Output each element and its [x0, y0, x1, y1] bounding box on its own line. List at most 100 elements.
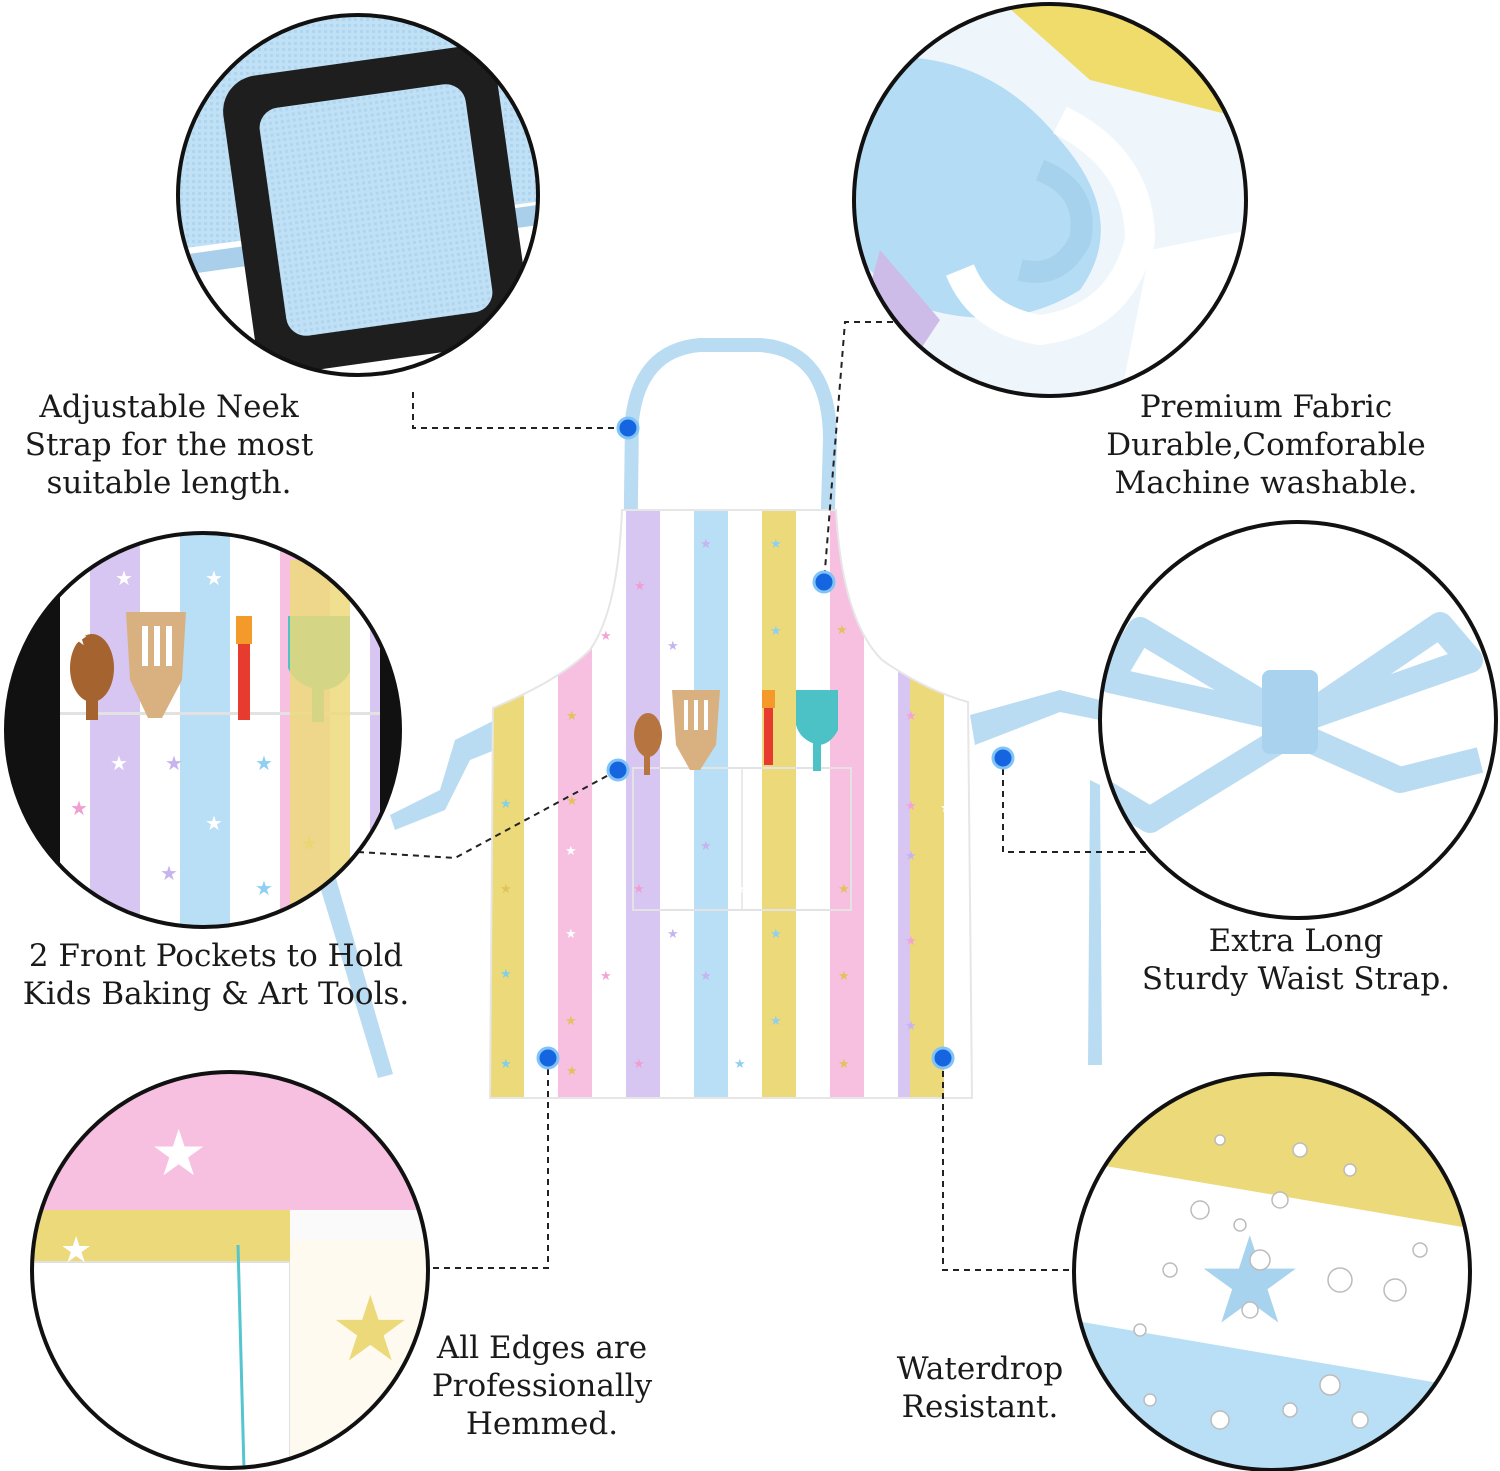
svg-text:★: ★: [905, 709, 917, 724]
svg-text:★: ★: [667, 1014, 679, 1029]
svg-text:★: ★: [700, 969, 712, 984]
svg-text:★: ★: [838, 882, 850, 897]
leader-neck-strap: [412, 392, 628, 429]
label-neck-strap-line2: Strap for the most: [24, 427, 314, 463]
svg-text:★: ★: [500, 882, 512, 897]
detail-circle-fabric: [852, 2, 1248, 398]
svg-text:★: ★: [205, 811, 223, 835]
svg-text:★: ★: [803, 839, 815, 854]
svg-text:★: ★: [565, 844, 577, 859]
svg-text:★: ★: [770, 1014, 782, 1029]
svg-text:★: ★: [150, 1117, 207, 1191]
detail-circle-waterdrop: ★: [1072, 1072, 1472, 1471]
marker-edges-right: [931, 1046, 955, 1070]
pocket-tools: [634, 690, 838, 775]
label-edges-line3: Hemmed.: [465, 1406, 619, 1442]
label-waterdrop-line2: Resistant.: [901, 1389, 1059, 1425]
svg-text:★: ★: [500, 797, 512, 812]
star-icon: ★: [1196, 1212, 1304, 1351]
apron-illustration: ★ ★ ★ ★ ★ ★ ★ ★ ★ ★ ★ ★ ★ ★ ★ ★ ★ ★ ★ ★ ★ ★ ★ ★ ★ ★ ★…: [318, 338, 1102, 1099]
label-edges-line1: All Edges are: [436, 1330, 648, 1366]
svg-text:★: ★: [700, 537, 712, 552]
svg-text:★: ★: [633, 1057, 645, 1072]
svg-text:★: ★: [667, 639, 679, 654]
svg-text:★: ★: [500, 1057, 512, 1072]
svg-text:★: ★: [700, 839, 712, 854]
svg-text:★: ★: [60, 1230, 92, 1271]
svg-text:★: ★: [165, 751, 183, 775]
svg-text:★: ★: [836, 623, 848, 638]
svg-text:★: ★: [160, 861, 178, 885]
leader-pockets: [357, 769, 619, 860]
svg-text:★: ★: [838, 1057, 850, 1072]
bow-knot: [1262, 670, 1318, 754]
label-pockets: 2 Front Pockets to Hold Kids Baking & Ar…: [6, 937, 426, 1013]
leader-fabric: [823, 321, 893, 583]
leader-lines: [357, 321, 1152, 1271]
label-fabric-line2: Durable,Comforable: [1106, 427, 1426, 463]
svg-text:★: ★: [115, 566, 133, 590]
label-fabric: Premium Fabric Durable,Comforable Machin…: [1086, 388, 1446, 502]
label-pockets-line1: 2 Front Pockets to Hold: [28, 938, 404, 974]
right-waist-strap: [970, 690, 1100, 745]
svg-text:★: ★: [734, 882, 746, 897]
label-waist-strap-line2: Sturdy Waist Strap.: [1141, 961, 1451, 997]
svg-text:★: ★: [905, 1019, 917, 1034]
detail-circle-waist-strap: [1098, 520, 1498, 920]
svg-text:★: ★: [634, 579, 646, 594]
spoon-icon: [634, 713, 662, 757]
label-neck-strap: Adjustable Neek Strap for the most suita…: [14, 388, 324, 502]
svg-text:★: ★: [566, 794, 578, 809]
leader-waist: [1002, 758, 1152, 853]
marker-waist: [991, 746, 1015, 770]
leader-waterdrop: [942, 1060, 1073, 1271]
svg-text:★: ★: [255, 876, 273, 900]
label-edges: All Edges are Professionally Hemmed.: [412, 1329, 672, 1443]
apron-stars: ★ ★ ★ ★ ★ ★ ★ ★ ★ ★ ★ ★ ★ ★ ★ ★ ★ ★ ★ ★ ★ ★ ★ ★ ★ ★ ★…: [500, 537, 952, 1079]
right-waist-strap-tail: [1088, 780, 1102, 1065]
detail-circle-pockets: ★★★ ★★★ ★★★ ★★: [4, 531, 402, 929]
neck-strap: [623, 338, 838, 576]
svg-text:★: ★: [770, 537, 782, 552]
label-pockets-line2: Kids Baking & Art Tools.: [22, 976, 410, 1012]
svg-text:★: ★: [940, 801, 952, 816]
marker-edges-left: [536, 1046, 560, 1070]
svg-text:★: ★: [905, 799, 917, 814]
svg-text:★: ★: [70, 796, 88, 820]
label-neck-strap-line3: suitable length.: [46, 465, 292, 501]
left-waist-strap: [390, 720, 495, 830]
svg-text:★: ★: [905, 934, 917, 949]
svg-text:★: ★: [633, 882, 645, 897]
svg-text:★: ★: [905, 849, 917, 864]
label-waterdrop-line1: Waterdrop: [896, 1351, 1064, 1387]
marker-dots: [536, 416, 1015, 1070]
leader-edges: [428, 1058, 549, 1269]
marker-fabric: [812, 570, 836, 594]
svg-text:★: ★: [255, 751, 273, 775]
waterdrop-icon: [1133, 1134, 1428, 1430]
label-fabric-line1: Premium Fabric: [1139, 389, 1393, 425]
svg-text:★: ★: [838, 969, 850, 984]
marker-neck-strap: [616, 416, 640, 440]
label-fabric-line3: Machine washable.: [1114, 465, 1418, 501]
left-waist-strap-tail: [318, 875, 393, 1078]
svg-text:★: ★: [70, 626, 88, 650]
buckle-icon: [223, 46, 529, 374]
svg-text:★: ★: [330, 1277, 411, 1382]
label-waterdrop: Waterdrop Resistant.: [880, 1350, 1080, 1426]
label-waist-strap: Extra Long Sturdy Waist Strap.: [1126, 922, 1466, 998]
svg-text:★: ★: [500, 967, 512, 982]
svg-text:★: ★: [600, 969, 612, 984]
brush-icon: [764, 695, 773, 765]
label-edges-line2: Professionally: [431, 1368, 653, 1404]
marker-pockets: [606, 758, 630, 782]
svg-text:★: ★: [600, 629, 612, 644]
apron-body: [488, 509, 974, 1099]
svg-text:★: ★: [110, 751, 128, 775]
svg-text:★: ★: [205, 566, 223, 590]
svg-text:★: ★: [770, 927, 782, 942]
svg-text:★: ★: [565, 1014, 577, 1029]
svg-text:★: ★: [734, 1057, 746, 1072]
label-neck-strap-line1: Adjustable Neek: [39, 389, 299, 425]
